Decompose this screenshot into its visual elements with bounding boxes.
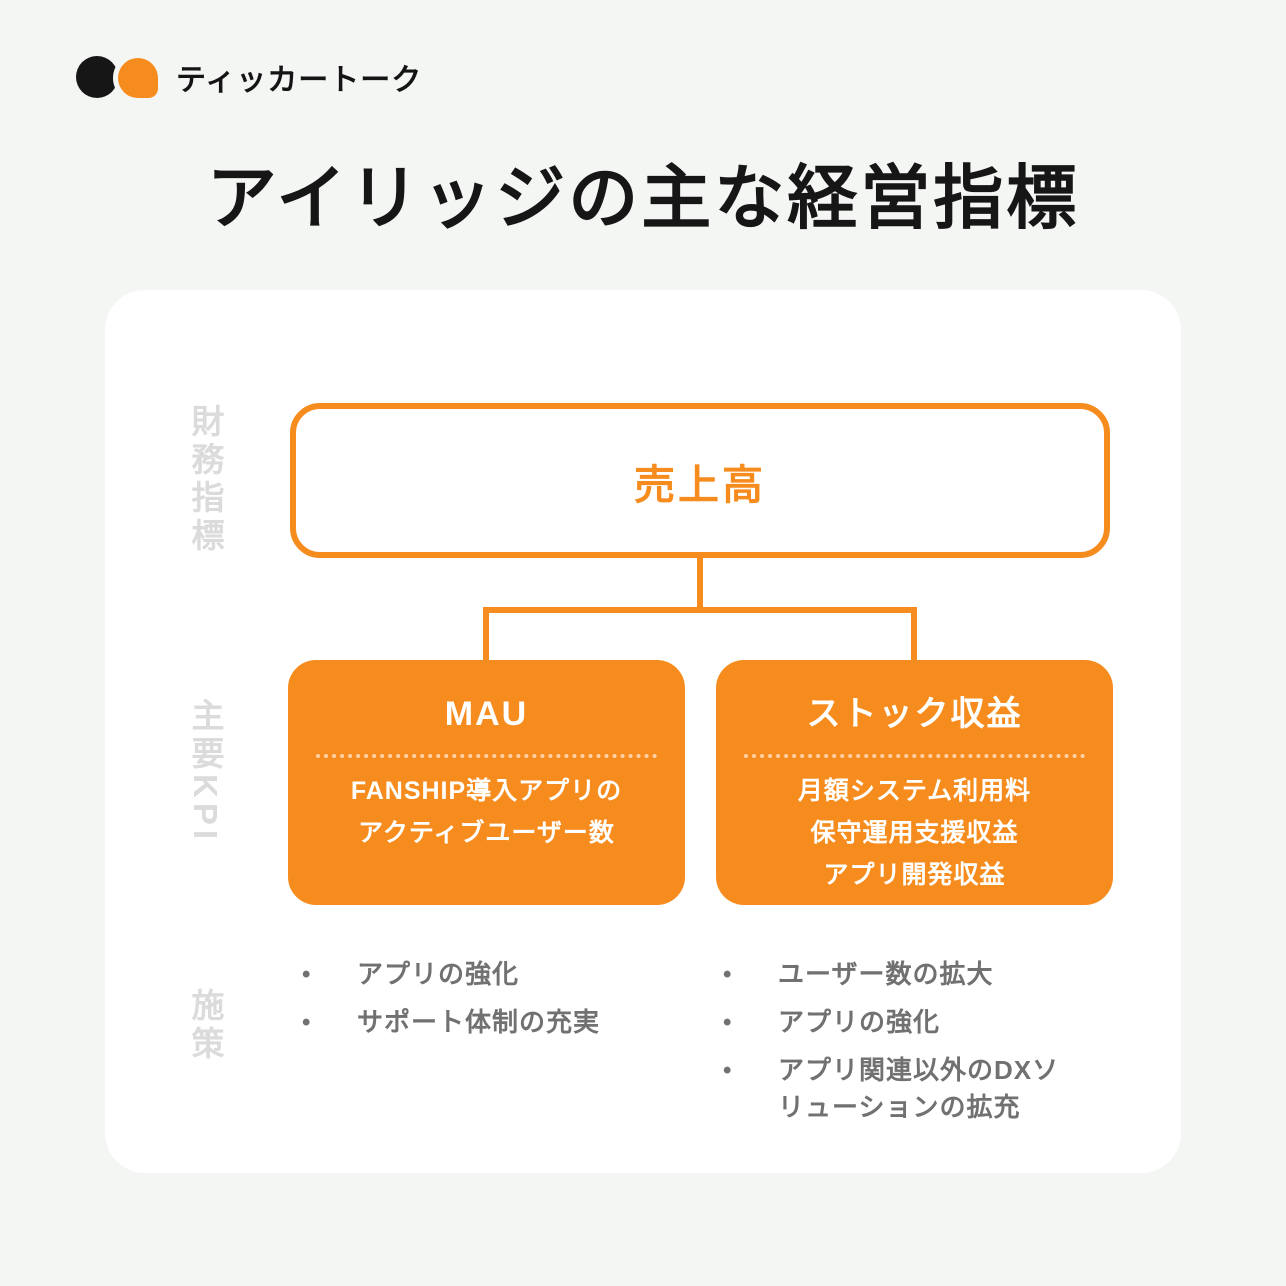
measures-list-mau: • アプリの強化 • サポート体制の充実 <box>302 956 662 1052</box>
row-label-financial-indicators: 財務指標 <box>187 404 224 556</box>
speech-bubble-orange-icon <box>118 58 158 98</box>
measure-text: アプリ関連以外のDXソリューションの拡充 <box>778 1055 1060 1122</box>
list-item: • アプリの強化 <box>302 956 662 993</box>
description-line: FANSHIP導入アプリの <box>350 777 623 805</box>
measure-text: アプリの強化 <box>778 1007 941 1037</box>
measure-text: サポート体制の充実 <box>357 1007 601 1037</box>
measure-text: ユーザー数の拡大 <box>778 959 994 989</box>
page-title: アイリッジの主な経営指標 <box>206 159 1080 237</box>
list-item: • ユーザー数の拡大 <box>723 956 1073 993</box>
node-mau-title: MAU <box>444 695 529 733</box>
measures-list-stock-revenue: • ユーザー数の拡大 • アプリの強化 • アプリ関連以外のDXソリューションの… <box>723 956 1073 1137</box>
list-item: • サポート体制の充実 <box>302 1004 662 1041</box>
speech-bubble-black-icon <box>76 56 118 98</box>
list-item: • アプリ関連以外のDXソリューションの拡充 <box>723 1052 1073 1126</box>
measure-text: アプリの強化 <box>357 959 520 989</box>
dotted-divider <box>316 754 657 758</box>
bullet-icon: • <box>723 1009 733 1036</box>
brand-logo: ティッカートーク <box>76 54 422 100</box>
node-revenue: 売上高 <box>290 403 1110 558</box>
dotted-divider <box>744 754 1085 758</box>
node-stock-revenue-description: 月額システム利用料 保守運用支援収益 アプリ開発収益 <box>798 770 1031 896</box>
brand-name: ティッカートーク <box>176 64 423 97</box>
description-line: 保守運用支援収益 <box>810 819 1019 847</box>
row-label-main-kpi: 主要KPI <box>187 698 224 845</box>
row-label-measures: 施策 <box>187 988 224 1064</box>
node-stock-revenue-title: ストック収益 <box>806 695 1023 733</box>
node-mau-description: FANSHIP導入アプリの アクティブユーザー数 <box>351 770 622 854</box>
description-line: 月額システム利用料 <box>797 777 1032 805</box>
bullet-icon: • <box>723 961 733 988</box>
diagram-card: 財務指標 主要KPI 施策 売上高 MAU FANSHIP導入アプリの アクティ… <box>105 290 1181 1173</box>
node-mau: MAU FANSHIP導入アプリの アクティブユーザー数 <box>288 660 685 905</box>
node-stock-revenue: ストック収益 月額システム利用料 保守運用支援収益 アプリ開発収益 <box>716 660 1113 905</box>
node-revenue-title: 売上高 <box>634 461 766 508</box>
list-item: • アプリの強化 <box>723 1004 1073 1041</box>
bullet-icon: • <box>723 1057 733 1084</box>
logo-speech-bubbles <box>76 54 162 100</box>
description-line: アクティブユーザー数 <box>358 819 615 847</box>
description-line: アプリ開発収益 <box>823 861 1006 889</box>
bullet-icon: • <box>302 1009 312 1036</box>
bullet-icon: • <box>302 961 312 988</box>
